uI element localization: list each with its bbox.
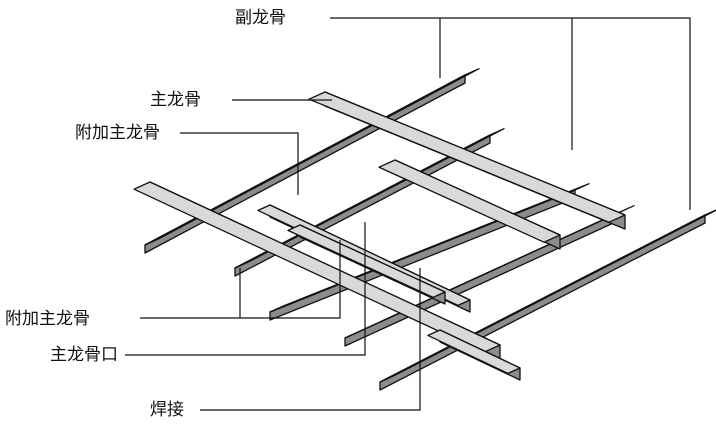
leader-welding: [200, 268, 421, 411]
secondary-keel: [144, 68, 480, 246]
leader-additional-main-keel-bottom: [140, 240, 341, 319]
leader-secondary-keel: [330, 17, 691, 210]
label-main-keel: 主龙骨: [150, 90, 201, 110]
main-keel: [133, 181, 501, 353]
additional-main-keel: [287, 224, 446, 299]
leader-lines: [125, 17, 691, 411]
leader-main-keel-opening: [125, 222, 366, 356]
additional-main-keel: [427, 329, 521, 375]
label-additional-main-keel-top: 附加主龙骨: [75, 123, 160, 143]
label-secondary-keel: 副龙骨: [235, 8, 286, 28]
main-keel: [378, 159, 561, 243]
leader-additional-main-keel-top: [180, 132, 299, 195]
label-main-keel-opening: 主龙骨口: [50, 345, 118, 365]
secondary-keel: [344, 205, 635, 339]
main-keel: [308, 91, 626, 223]
label-additional-main-keel-bottom: 附加主龙骨: [5, 309, 90, 329]
label-welding: 焊接: [150, 400, 184, 420]
